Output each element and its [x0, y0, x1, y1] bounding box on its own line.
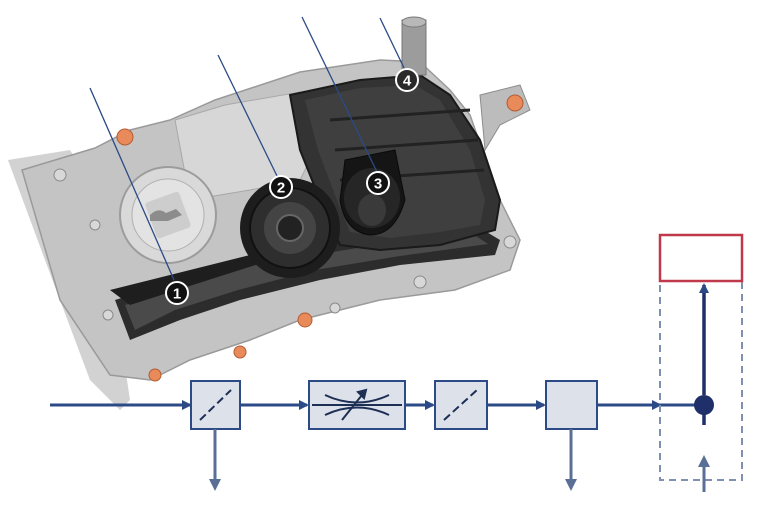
- bolt-icon: [116, 128, 134, 146]
- collector-block: [545, 380, 598, 430]
- callout-4: 4: [395, 68, 419, 92]
- svg-text:3: 3: [374, 176, 382, 193]
- separator-2-block: [434, 380, 488, 430]
- callout-1: 1: [165, 281, 189, 305]
- bolt-group: [116, 94, 524, 382]
- diagonal-slash-icon: [443, 389, 478, 421]
- throttle-valve-icon: [312, 388, 402, 421]
- oil-filler-cap: [119, 166, 217, 264]
- dashed-enclosure: [659, 279, 743, 481]
- svg-text:4: 4: [403, 73, 412, 90]
- leader-lines: [89, 16, 406, 281]
- flow-diagram: [50, 233, 744, 492]
- bolt-icon: [506, 94, 524, 112]
- cyclone-separator-2: [240, 178, 340, 278]
- valve-cover-illustration: [8, 16, 531, 410]
- pressure-regulator-block: [308, 380, 406, 430]
- callout-3: 3: [366, 171, 390, 195]
- intake-target-box: [658, 233, 744, 283]
- bolt-icon: [148, 368, 162, 382]
- bolt-icon: [233, 345, 247, 359]
- diagonal-slash-icon: [199, 389, 232, 421]
- bolt-icon: [297, 312, 313, 328]
- callout-2: 2: [269, 175, 293, 199]
- svg-text:2: 2: [277, 180, 285, 197]
- svg-text:1: 1: [173, 286, 181, 303]
- separator-1-block: [190, 380, 241, 430]
- oil-can-icon: [150, 209, 182, 221]
